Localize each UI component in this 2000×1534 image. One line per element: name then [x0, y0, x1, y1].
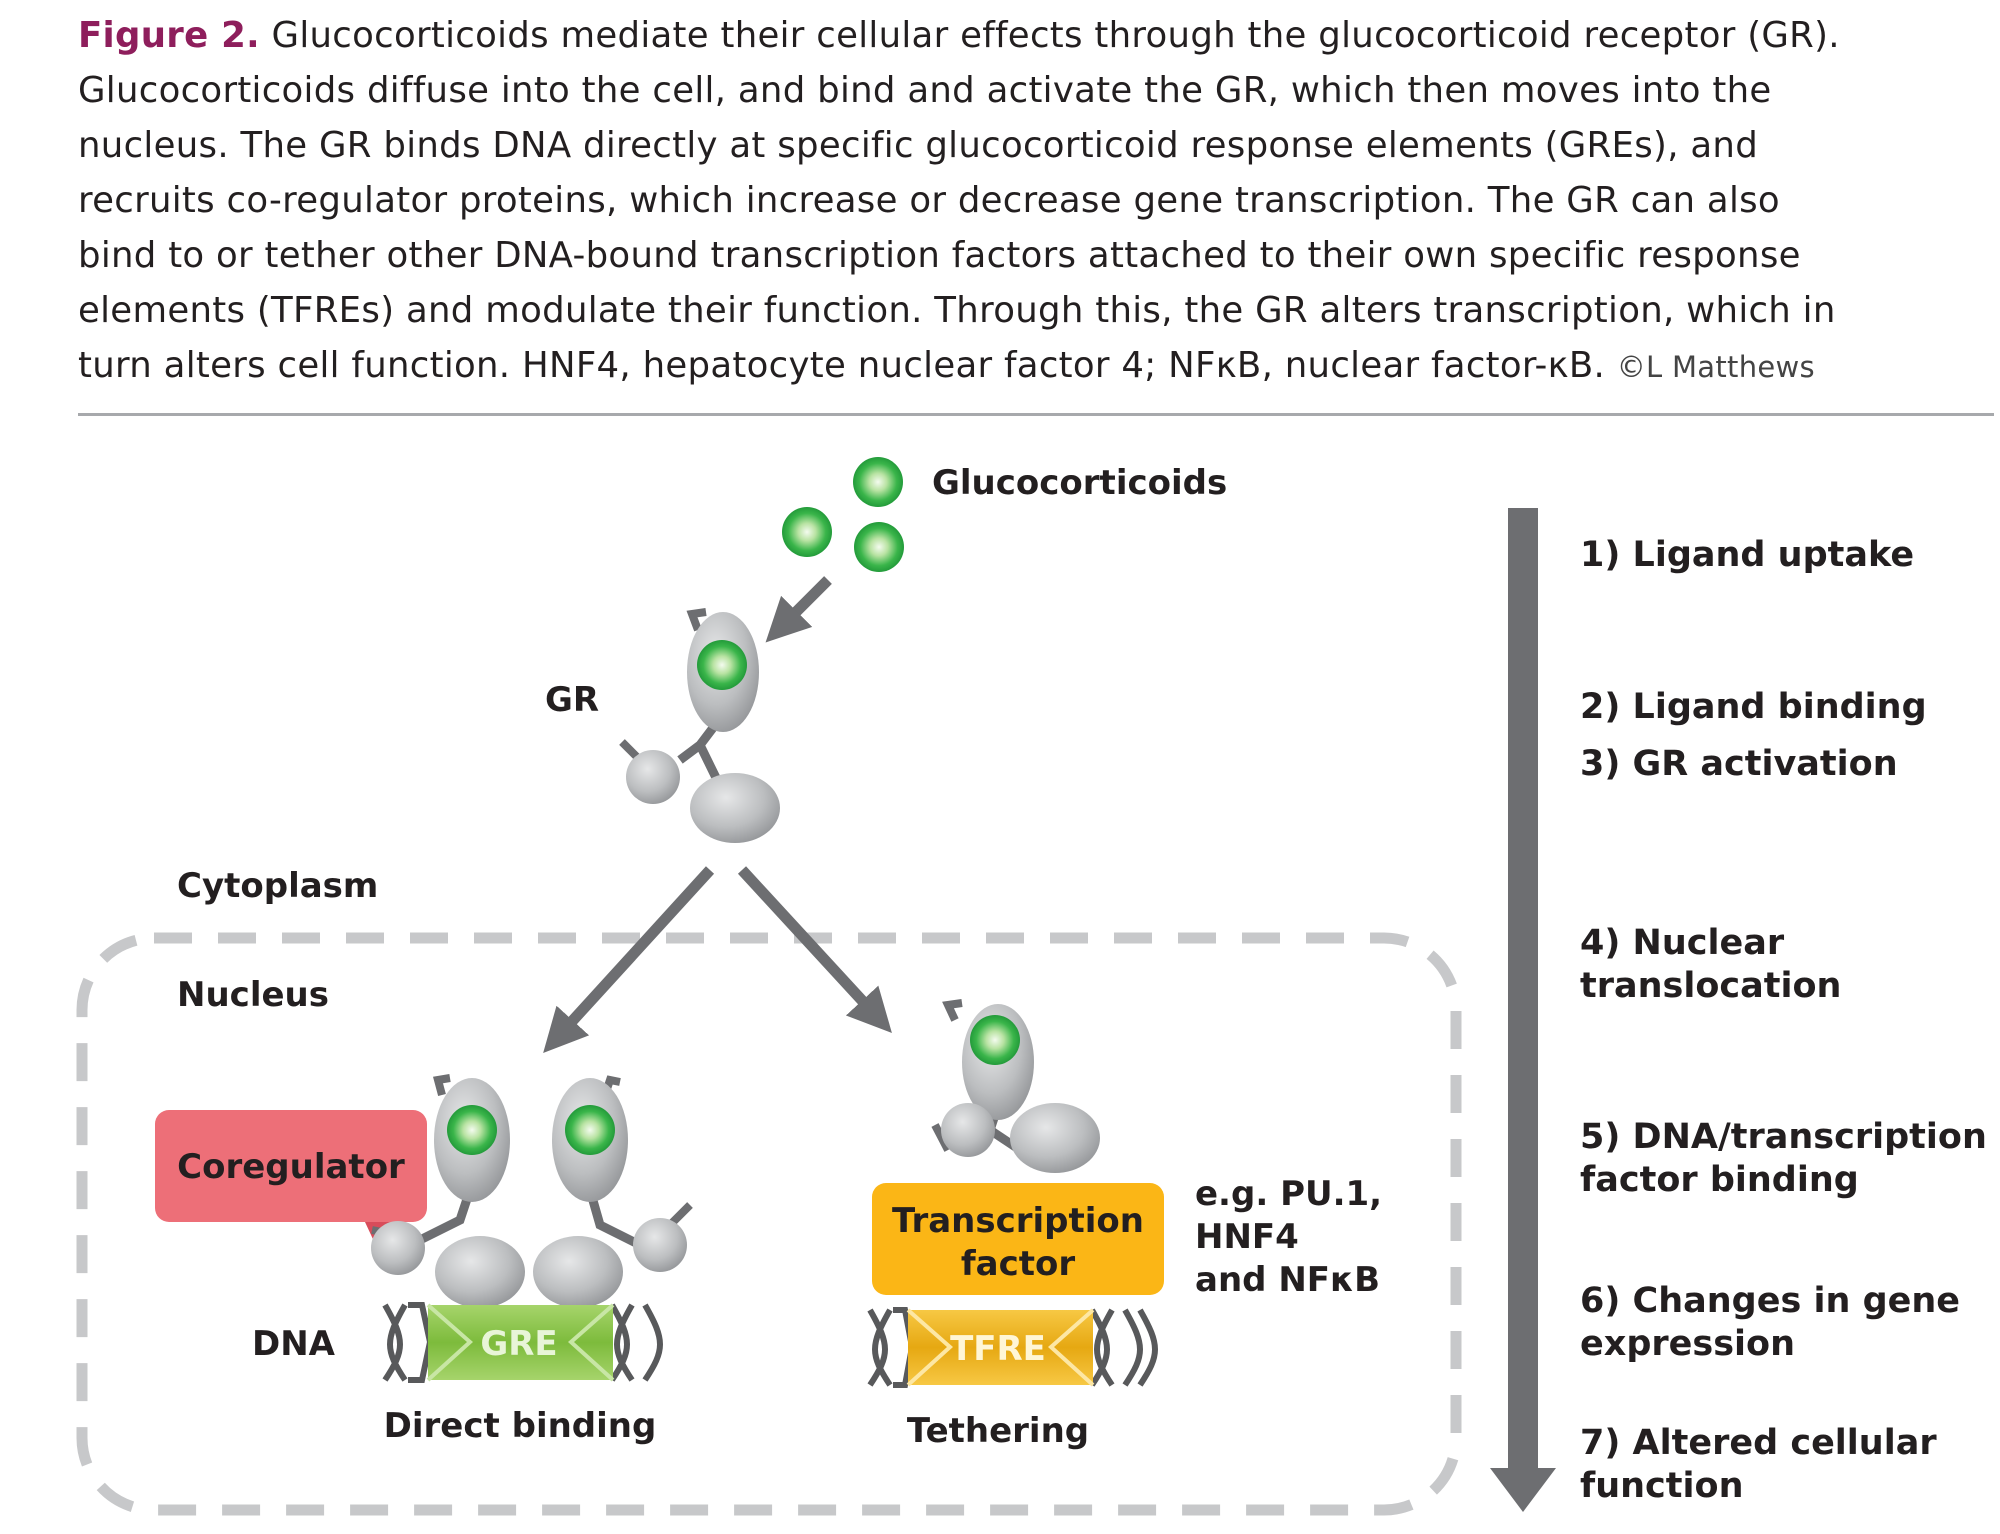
dna-strand — [609, 1303, 663, 1382]
gr-tethering — [931, 999, 1100, 1173]
caption-divider — [78, 413, 1994, 416]
caption-line-3: nucleus. The GR binds DNA directly at sp… — [78, 125, 1759, 166]
tfre-helix-edge — [906, 1308, 1095, 1387]
step-3-line-1: 3) GR activation — [1580, 744, 1898, 784]
caption-line-4: recruits co-regulator proteins, which in… — [78, 180, 1780, 221]
step-5-line-1: 5) DNA/transcription — [1580, 1117, 1987, 1157]
examples-label-1: e.g. PU.1, — [1195, 1174, 1382, 1214]
gr-tail — [942, 999, 963, 1022]
tfre-element — [908, 1310, 1093, 1385]
bound-ligand — [970, 1015, 1020, 1065]
nucleus-label: Nucleus — [177, 975, 329, 1015]
coregulator-box — [155, 1110, 427, 1222]
step-6-line-2: expression — [1580, 1324, 1795, 1364]
transcription-factor-box — [872, 1183, 1164, 1295]
gr-tail — [931, 1123, 952, 1152]
gre-helix-edge — [426, 1303, 615, 1382]
dna-strand — [408, 1302, 434, 1383]
transcription-factor-label-1: Transcription — [892, 1201, 1144, 1241]
transcription-factor-label-2: factor — [961, 1244, 1076, 1284]
gr-n-terminal-domain — [533, 1236, 623, 1308]
figure-label: Figure 2. — [78, 15, 260, 56]
gr-n-terminal-domain — [690, 773, 780, 843]
caption-line-6: elements (TFREs) and modulate their func… — [78, 290, 1836, 331]
gr-dna-binding-domain — [633, 1218, 687, 1272]
bound-ligand — [447, 1105, 497, 1155]
figure-caption: Figure 2. Glucocorticoids mediate their … — [78, 8, 1998, 395]
caption-text-1: Glucocorticoids mediate their cellular e… — [271, 15, 1840, 56]
caption-line-5: bind to or tether other DNA-bound transc… — [78, 235, 1801, 276]
gre-dna-helix — [382, 1302, 663, 1383]
gr-dimer — [371, 1074, 693, 1308]
ligand-molecule — [853, 457, 903, 507]
gr-n-terminal-domain — [435, 1236, 525, 1308]
dna-strand — [867, 1308, 893, 1387]
coregulator-label: Coregulator — [177, 1147, 405, 1187]
step-2-line-1: 2) Ligand binding — [1580, 687, 1927, 727]
tfre-dna-helix — [867, 1307, 1158, 1388]
direct-binding-label: Direct binding — [384, 1406, 657, 1446]
process-steps: 1) Ligand uptake 2) Ligand binding 3) GR… — [1580, 535, 1987, 1506]
step-7-line-1: 7) Altered cellular — [1580, 1423, 1937, 1463]
tethering-label: Tethering — [907, 1411, 1089, 1451]
gr-cytoplasmic — [619, 608, 780, 843]
step-4-line-2: translocation — [1580, 966, 1841, 1006]
dna-label: DNA — [252, 1324, 336, 1364]
dna-strand — [1089, 1308, 1158, 1387]
gr-tail — [686, 608, 707, 632]
step-5-line-2: factor binding — [1580, 1160, 1859, 1200]
glucocorticoid-ligands — [782, 457, 904, 572]
process-arrow-shaft — [1508, 508, 1538, 1480]
caption-line-7: turn alters cell function. HNF4, hepatoc… — [78, 338, 1998, 395]
gr-dna-binding-domain — [371, 1221, 425, 1275]
gr-dna-binding-domain — [626, 750, 680, 804]
gr-dna-binding-domain — [941, 1103, 995, 1157]
gr-label: GR — [545, 680, 599, 720]
bound-ligand — [697, 640, 747, 690]
caption-line-2: Glucocorticoids diffuse into the cell, a… — [78, 70, 1772, 111]
step-7-line-2: function — [1580, 1466, 1744, 1506]
step-4-line-1: 4) Nuclear — [1580, 923, 1785, 963]
ligand-molecule — [854, 522, 904, 572]
gr-tail — [433, 1074, 451, 1097]
step-1-line-1: 1) Ligand uptake — [1580, 535, 1914, 575]
glucocorticoids-label: Glucocorticoids — [932, 463, 1227, 503]
image-credit: ©L Matthews — [1616, 350, 1815, 384]
process-arrow-head — [1490, 1468, 1556, 1512]
cytoplasm-label: Cytoplasm — [177, 866, 378, 906]
ligand-molecule — [782, 507, 832, 557]
gr-n-terminal-domain — [1010, 1103, 1100, 1173]
tethering-arrow — [737, 866, 892, 1033]
caption-line-1: Figure 2. Glucocorticoids mediate their … — [78, 8, 1998, 63]
bound-ligand — [565, 1105, 615, 1155]
direct-binding-arrow — [543, 866, 715, 1054]
dna-strand — [382, 1303, 408, 1382]
caption-text-7: turn alters cell function. HNF4, hepatoc… — [78, 345, 1606, 386]
uptake-arrow — [765, 576, 832, 643]
examples-label-3: and NFκB — [1195, 1260, 1380, 1300]
examples-label-2: HNF4 — [1195, 1217, 1299, 1257]
gre-label: GRE — [480, 1324, 557, 1364]
tfre-label: TFRE — [950, 1329, 1046, 1369]
gre-element — [428, 1305, 613, 1380]
nucleus-boundary — [76, 932, 1462, 1516]
step-6-line-1: 6) Changes in gene — [1580, 1281, 1960, 1321]
